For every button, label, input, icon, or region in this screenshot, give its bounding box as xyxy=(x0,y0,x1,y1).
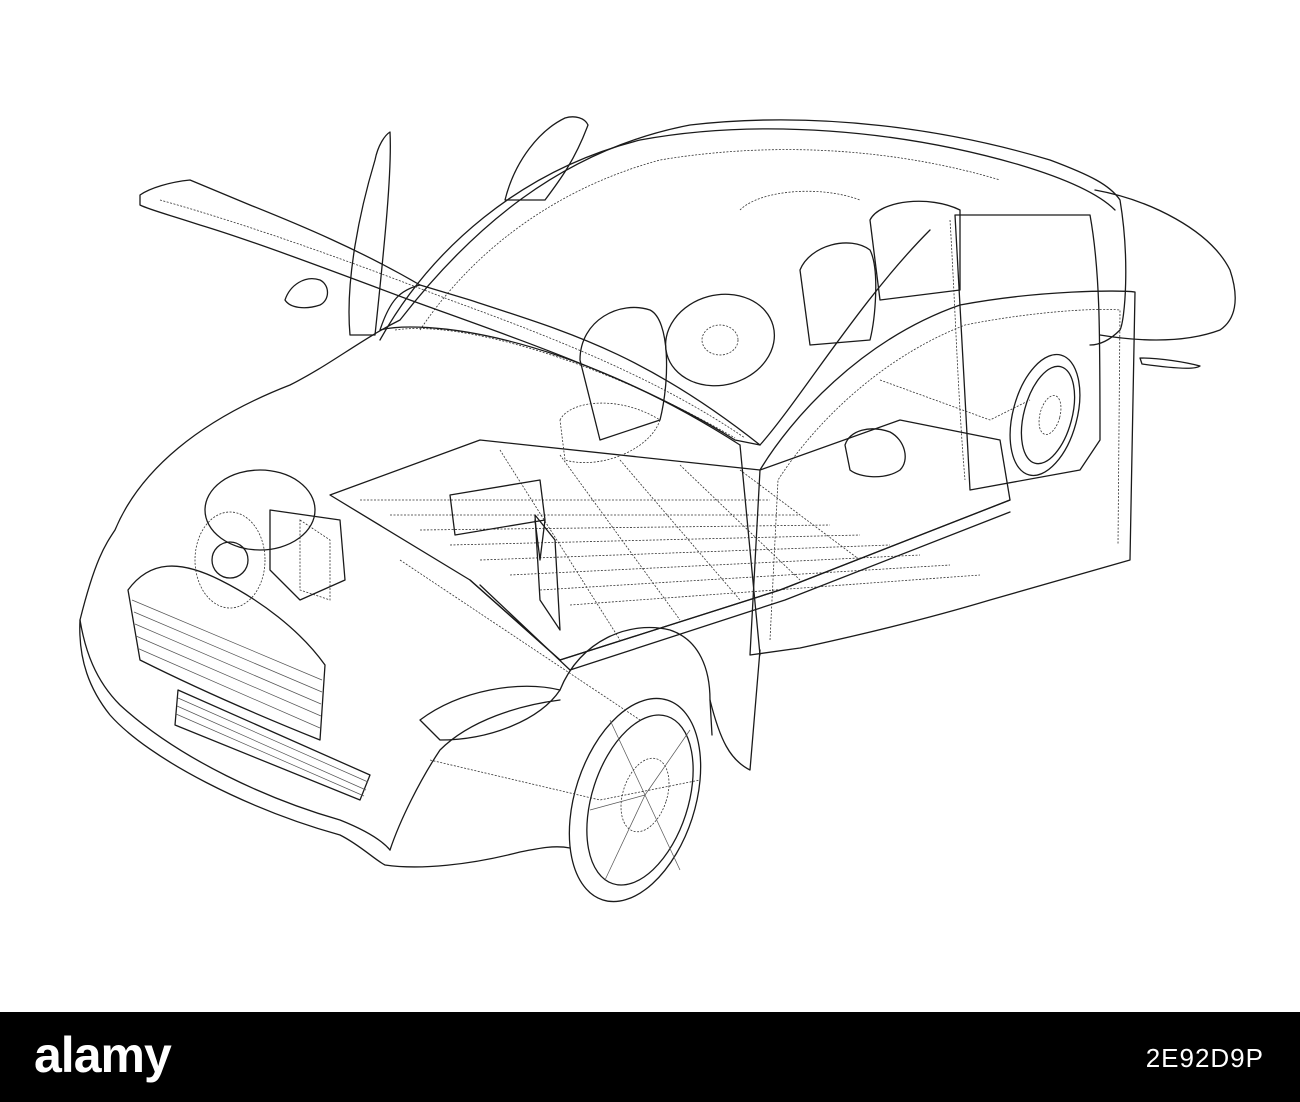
mirror-right xyxy=(844,428,906,478)
front-left-door xyxy=(348,131,391,336)
a-pillar xyxy=(739,229,931,656)
front-right-door-inner xyxy=(769,308,1121,641)
engine-block xyxy=(194,469,346,609)
wireframe-car-illustration xyxy=(79,116,1236,903)
footer-bar: alamy 2E92D9P xyxy=(0,1012,1300,1102)
open-hood xyxy=(139,179,761,446)
side-sill xyxy=(469,499,1011,671)
suspension xyxy=(399,379,1031,801)
front-seats xyxy=(559,242,877,463)
car-body-outline xyxy=(79,119,1127,868)
brand-logo: alamy xyxy=(34,1027,172,1083)
front-wheel xyxy=(568,697,702,903)
windshield-inner xyxy=(394,328,736,439)
radiator-fins xyxy=(175,697,369,797)
grille-slats xyxy=(131,599,323,729)
battery-box xyxy=(449,479,546,561)
front-wheel-arch xyxy=(559,626,713,736)
front-right-door xyxy=(749,290,1136,656)
grille xyxy=(127,565,326,741)
steering-wheel xyxy=(664,293,776,387)
rocker-panel xyxy=(709,649,761,771)
rear-right-door xyxy=(954,214,1101,491)
floor-ribs xyxy=(360,449,981,641)
hood-inner xyxy=(159,199,746,439)
front-bumper xyxy=(79,619,391,851)
car-wireframe-svg xyxy=(79,116,1236,903)
rear-seats xyxy=(739,190,961,301)
roof-line xyxy=(379,128,1116,341)
b-pillar xyxy=(949,219,966,481)
rear-door-handle xyxy=(1139,357,1201,369)
roof-inner xyxy=(419,149,1001,331)
headlight xyxy=(419,685,561,741)
mirror-left xyxy=(284,278,329,309)
trunk xyxy=(1094,189,1236,341)
radiator xyxy=(174,689,371,801)
windshield xyxy=(379,284,741,446)
rear-wheel xyxy=(1009,353,1081,477)
battery-box-2 xyxy=(534,514,561,631)
rear-left-door xyxy=(504,116,589,201)
front-fender xyxy=(389,699,561,851)
image-id: 2E92D9P xyxy=(1145,1043,1264,1073)
